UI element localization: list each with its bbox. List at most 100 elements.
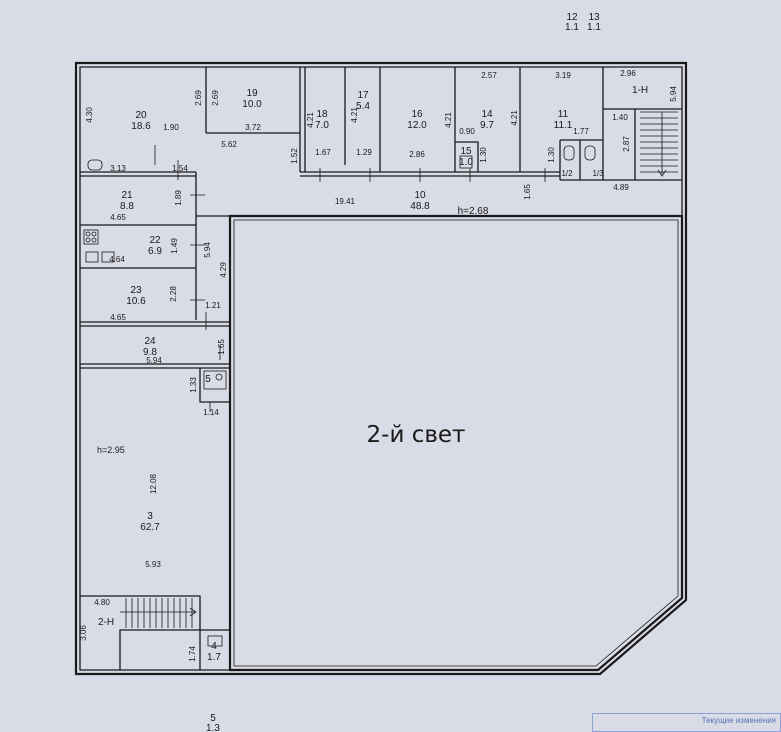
room-area: 8.8 <box>120 201 134 212</box>
svg-text:1.67: 1.67 <box>315 148 331 157</box>
svg-text:1.49: 1.49 <box>170 238 179 254</box>
svg-text:4.21: 4.21 <box>510 110 519 126</box>
svg-text:3.06: 3.06 <box>79 625 88 641</box>
svg-text:1.3: 1.3 <box>206 723 220 732</box>
svg-text:4.89: 4.89 <box>613 183 629 192</box>
svg-text:1.1: 1.1 <box>565 22 579 33</box>
dimension-labels-vertical: 4.30 2.69 2.69 4.21 4.21 1.52 4.21 1.30 … <box>79 86 678 662</box>
room-number: 23 <box>130 285 142 296</box>
room-number: 5 <box>205 374 211 385</box>
room-number: 10 <box>414 190 426 201</box>
svg-text:2.69: 2.69 <box>211 90 220 106</box>
svg-text:3.13: 3.13 <box>110 164 126 173</box>
stairs-2n <box>80 595 201 670</box>
svg-text:1.74: 1.74 <box>188 646 197 662</box>
room-area: 1.7 <box>207 652 221 663</box>
svg-text:5: 5 <box>210 713 216 724</box>
room-labels: 20 18.6 19 10.0 18 7.0 17 5.4 16 12.0 14… <box>98 85 648 663</box>
fixtures <box>83 145 596 647</box>
svg-text:4.29: 4.29 <box>219 262 228 278</box>
svg-text:5.93: 5.93 <box>145 560 161 569</box>
svg-text:4.80: 4.80 <box>94 598 110 607</box>
svg-text:5.94: 5.94 <box>203 242 212 258</box>
bottom-room-label: 5 1.3 <box>206 713 220 732</box>
svg-text:4.21: 4.21 <box>306 112 315 128</box>
svg-text:1.21: 1.21 <box>205 301 221 310</box>
svg-text:1.33: 1.33 <box>189 377 198 393</box>
room-area: 9.8 <box>143 347 157 358</box>
svg-text:1.65: 1.65 <box>217 339 226 355</box>
svg-text:19.41: 19.41 <box>335 197 356 206</box>
svg-text:2.57: 2.57 <box>481 71 497 80</box>
room-number: 18 <box>316 109 328 120</box>
svg-text:4.21: 4.21 <box>444 112 453 128</box>
room-area: 18.6 <box>131 121 151 132</box>
svg-text:1.65: 1.65 <box>523 184 532 200</box>
ceiling-height-corridor: h=2.68 <box>458 206 489 217</box>
svg-text:3.72: 3.72 <box>245 123 261 132</box>
svg-text:1.54: 1.54 <box>172 164 188 173</box>
svg-text:5.94: 5.94 <box>146 356 162 365</box>
room-area: 48.8 <box>410 201 430 212</box>
svg-text:2.87: 2.87 <box>622 136 631 152</box>
room-number: 16 <box>411 109 423 120</box>
revision-stamp: Текущие изменения <box>592 713 781 732</box>
svg-text:1.14: 1.14 <box>203 408 219 417</box>
room-number: 21 <box>121 190 133 201</box>
svg-text:1/2: 1/2 <box>561 169 573 178</box>
room-area: 9.7 <box>480 120 494 131</box>
door-ticks <box>154 145 546 412</box>
svg-text:1/3: 1/3 <box>592 169 604 178</box>
svg-text:12: 12 <box>566 12 578 23</box>
svg-text:2.28: 2.28 <box>169 286 178 302</box>
svg-text:4.65: 4.65 <box>110 313 126 322</box>
svg-text:0.90: 0.90 <box>459 127 475 136</box>
room-area: 6.9 <box>148 246 162 257</box>
room-number: 19 <box>246 88 258 99</box>
room-number: 20 <box>135 110 147 121</box>
room-number: 15 <box>460 146 472 157</box>
svg-text:1.90: 1.90 <box>163 123 179 132</box>
room-number: 1-Н <box>632 85 648 96</box>
top-row-walls <box>205 67 682 181</box>
room-area: 10.6 <box>126 296 146 307</box>
room-area: 62.7 <box>140 522 160 533</box>
svg-text:1.29: 1.29 <box>356 148 372 157</box>
room-number: 17 <box>357 90 369 101</box>
room-number: 24 <box>144 336 156 347</box>
room-area: 5.4 <box>356 101 370 112</box>
svg-text:2.69: 2.69 <box>194 90 203 106</box>
room-number: 4 <box>211 641 217 652</box>
left-column-walls <box>80 171 231 670</box>
room-number: 3 <box>147 511 153 522</box>
svg-text:5.94: 5.94 <box>669 86 678 102</box>
svg-text:4.30: 4.30 <box>85 107 94 123</box>
svg-text:4.64: 4.64 <box>109 255 125 264</box>
svg-text:1.89: 1.89 <box>174 190 183 206</box>
room-area: 1.0 <box>459 157 473 168</box>
svg-text:1.77: 1.77 <box>573 127 589 136</box>
room-area: 11.1 <box>554 120 573 131</box>
room-area: 7.0 <box>315 120 329 131</box>
stairs-1n <box>640 111 678 177</box>
svg-text:13: 13 <box>588 12 600 23</box>
ceiling-height-hall: h=2.95 <box>97 445 125 455</box>
room-area: 10.0 <box>242 99 262 110</box>
svg-text:1.30: 1.30 <box>547 147 556 163</box>
revision-stamp-text: Текущие изменения <box>701 716 776 725</box>
svg-text:2.86: 2.86 <box>409 150 425 159</box>
svg-text:12.08: 12.08 <box>149 473 158 494</box>
svg-text:1.52: 1.52 <box>290 148 299 164</box>
room-number: 14 <box>481 109 493 120</box>
svg-text:4.21: 4.21 <box>350 107 359 123</box>
void-label: 2-й свет <box>367 422 466 448</box>
svg-text:1.40: 1.40 <box>612 113 628 122</box>
svg-text:1.30: 1.30 <box>479 147 488 163</box>
top-room-labels: 12 1.1 13 1.1 <box>565 12 601 33</box>
svg-text:5.62: 5.62 <box>221 140 237 149</box>
room-number: 11 <box>558 109 569 120</box>
svg-text:4.65: 4.65 <box>110 213 126 222</box>
dimension-labels: 1.90 3.72 5.62 3.13 1.54 1.67 1.29 2.86 … <box>94 69 636 607</box>
svg-text:3.19: 3.19 <box>555 71 571 80</box>
